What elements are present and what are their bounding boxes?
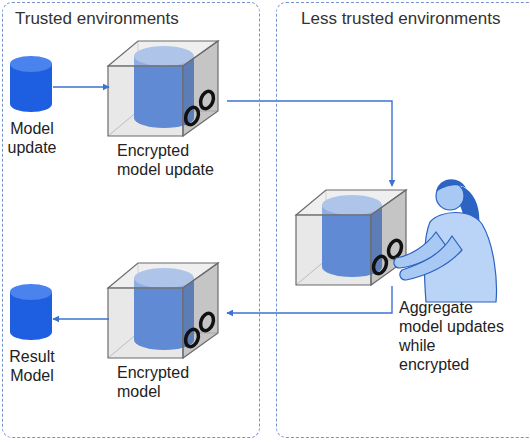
database-node: Model update — [11, 57, 53, 113]
encrypted-node: Encrypted model update — [109, 37, 227, 137]
encrypted-cube — [108, 41, 218, 136]
node-label: Encrypted model update — [117, 141, 223, 179]
panel-heading: Less trusted environments — [301, 9, 500, 29]
node-label: Model update — [1, 119, 63, 157]
database-node: Result Model — [11, 285, 53, 341]
flow-arrow — [227, 286, 392, 313]
flow-arrow — [227, 101, 392, 186]
encrypted-cube — [296, 190, 406, 285]
node-label: Result Model — [1, 347, 63, 385]
node-label: Encrypted model — [117, 363, 223, 401]
environment-panel: Trusted environmentsModel updateEncrypte… — [2, 2, 260, 438]
person-figure — [394, 179, 497, 302]
flow-arrow — [53, 318, 109, 319]
environment-panel: Less trusted environmentsAggregate model… — [276, 2, 530, 438]
aggregation-node: Aggregate model updates while encrypted — [297, 186, 507, 286]
encrypted-node: Encrypted model — [109, 259, 227, 359]
database-cylinder — [10, 56, 52, 112]
panel-heading: Trusted environments — [15, 9, 179, 29]
encrypted-cube — [108, 263, 218, 358]
flow-arrow — [53, 86, 109, 87]
database-cylinder — [10, 284, 52, 340]
node-label: Aggregate model updates while encrypted — [399, 298, 507, 374]
